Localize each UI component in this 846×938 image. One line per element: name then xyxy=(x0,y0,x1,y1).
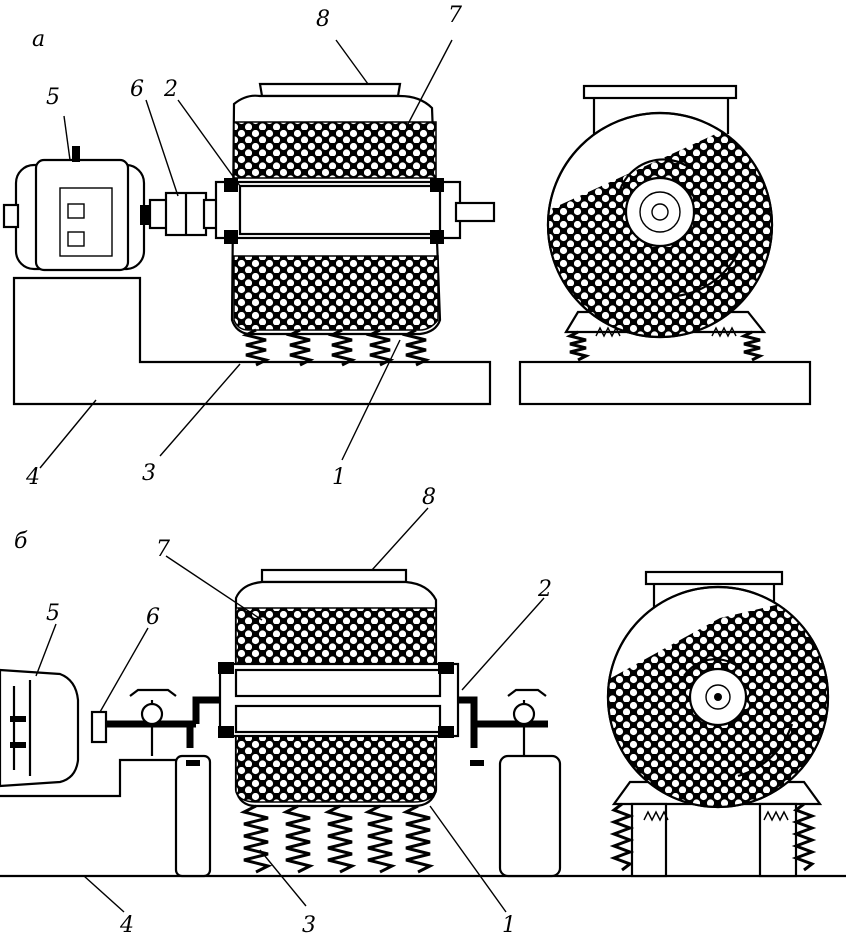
loading-hatch xyxy=(260,568,408,584)
panel-b: б xyxy=(0,485,846,938)
callout-5: 5 xyxy=(46,601,60,626)
callout-4: 4 xyxy=(119,913,134,938)
callout-8: 8 xyxy=(422,485,436,510)
callout-6: 6 xyxy=(130,77,144,102)
vibrator-shaft xyxy=(454,201,496,223)
springs xyxy=(239,804,435,874)
callout-leaders-b xyxy=(35,507,545,913)
callout-2: 2 xyxy=(537,577,552,602)
callout-7: 7 xyxy=(448,3,462,28)
callout-3: 3 xyxy=(302,913,316,938)
grinding-balls-bottom xyxy=(233,255,439,331)
callout-7: 7 xyxy=(156,537,170,562)
drive-shaft xyxy=(90,688,562,878)
callout-4: 4 xyxy=(25,465,40,490)
coupling xyxy=(148,191,222,237)
springs xyxy=(241,328,431,367)
electric-motor xyxy=(2,146,156,272)
callout-8: 8 xyxy=(316,7,330,32)
grinding-balls-top xyxy=(235,607,437,665)
panel-a: а xyxy=(2,3,812,490)
callout-leaders-a xyxy=(39,39,453,469)
mill-body xyxy=(218,568,460,808)
callout-5: 5 xyxy=(46,85,60,110)
callout-6: 6 xyxy=(146,605,160,630)
callout-3: 3 xyxy=(142,461,156,486)
panel-b-letter: б xyxy=(14,529,28,554)
mill-body xyxy=(214,82,496,336)
callout-1: 1 xyxy=(502,913,516,938)
mill-side-view xyxy=(518,84,812,406)
electric-motor xyxy=(0,668,176,798)
grinding-balls-top xyxy=(233,121,437,179)
mill-side-view xyxy=(606,570,830,878)
grinding-balls-bottom xyxy=(235,735,437,803)
panel-a-letter: а xyxy=(32,27,45,52)
callout-2: 2 xyxy=(163,77,178,102)
loading-hatch xyxy=(258,82,402,98)
callout-1: 1 xyxy=(332,465,346,490)
base-plate xyxy=(12,276,492,406)
